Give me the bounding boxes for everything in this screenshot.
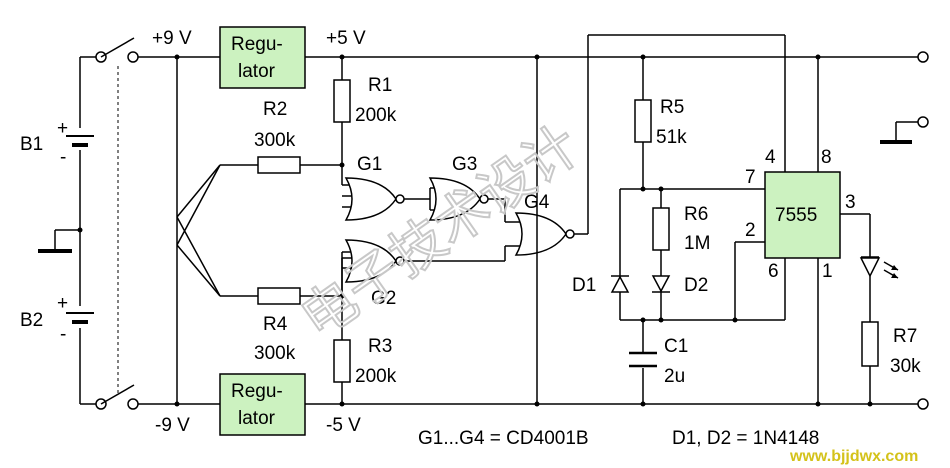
regulator-top-line2: lator: [238, 61, 276, 82]
r5-name: R5: [660, 97, 684, 118]
g1-label: G1: [357, 154, 382, 175]
b1-plus: +: [57, 118, 68, 139]
r7-value: 30k: [890, 356, 921, 377]
r1-name: R1: [368, 75, 392, 96]
resistor-r1: [333, 57, 352, 186]
regulator-top-line1: Regu-: [231, 34, 283, 55]
b1-label: B1: [20, 134, 43, 155]
d1-label: D1: [572, 275, 596, 296]
label-plus5v: +5 V: [326, 28, 366, 49]
pin8-label: 8: [821, 147, 832, 168]
resistor-r7: [861, 321, 879, 404]
b1-minus: -: [60, 147, 66, 168]
ic-7555: [764, 171, 841, 259]
r7-name: R7: [893, 326, 917, 347]
resistor-r2: [257, 156, 301, 174]
gate-g4: [514, 34, 786, 256]
r3-value: 200k: [355, 366, 397, 387]
ic-label: 7555: [775, 205, 817, 226]
pin4-label: 4: [765, 147, 776, 168]
g2-label: G2: [371, 288, 396, 309]
regulator-top: [219, 26, 306, 89]
battery-section: [38, 37, 139, 410]
gate-g3: [428, 177, 522, 223]
r4-value: 300k: [254, 343, 296, 364]
terminal-bottom-right: [917, 398, 929, 410]
pin6-label: 6: [768, 261, 779, 282]
b2-minus: -: [60, 324, 66, 345]
r2-value: 300k: [254, 130, 296, 151]
gate-g1: [342, 177, 430, 221]
regulator-bottom-line1: Regu-: [231, 381, 283, 402]
pin2-label: 2: [745, 220, 756, 241]
r1-value: 200k: [355, 105, 397, 126]
note-diodes: D1, D2 = 1N4148: [672, 428, 819, 449]
r4-name: R4: [263, 314, 288, 335]
label-minus9v: -9 V: [155, 415, 190, 436]
ground-symbol-right: [880, 116, 929, 144]
timing-network: [619, 57, 786, 404]
c1-name: C1: [664, 336, 688, 357]
regulator-bottom-line2: lator: [238, 408, 276, 429]
b2-plus: +: [57, 293, 68, 314]
gate-g2: [341, 239, 522, 296]
note-gates: G1...G4 = CD4001B: [418, 428, 589, 449]
r6-value: 1M: [684, 233, 710, 254]
output-led: [840, 213, 899, 322]
b2-label: B2: [20, 310, 43, 331]
r3-name: R3: [368, 336, 392, 357]
diode-d1: [610, 275, 630, 293]
g3-label: G3: [452, 154, 477, 175]
pin7-label: 7: [745, 167, 756, 188]
regulator-bottom: [219, 373, 306, 436]
watermark-url: www.bjjdwx.com: [789, 448, 918, 465]
r5-value: 51k: [656, 127, 687, 148]
junction-dots: [77, 54, 873, 407]
resistor-r4: [257, 287, 301, 305]
pin3-label: 3: [845, 192, 856, 213]
pin1-label: 1: [822, 261, 833, 282]
diode-d2: [651, 275, 671, 293]
terminal-top-right: [917, 51, 929, 63]
label-plus9v: +9 V: [152, 28, 192, 49]
d2-label: D2: [684, 275, 708, 296]
c1-value: 2u: [664, 366, 685, 387]
r6-name: R6: [684, 204, 708, 225]
r2-name: R2: [263, 99, 287, 120]
label-minus5v: -5 V: [326, 415, 361, 436]
